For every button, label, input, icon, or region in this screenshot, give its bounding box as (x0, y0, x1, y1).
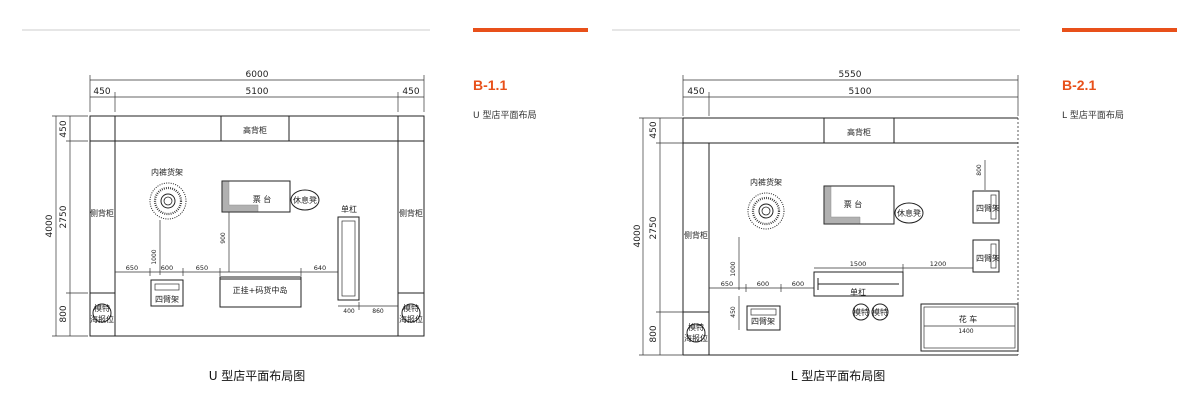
label-l-four-arm-2: 四臂架 (976, 253, 1000, 263)
dim-1000: 1000 (151, 249, 158, 264)
label-ticket-desk: 票 台 (253, 194, 272, 204)
dim-l-h-mid: 2750 (649, 216, 659, 239)
label-l-mannequin-corner-1: 模特 (688, 322, 704, 332)
label-mannequin-left-2: 海报位 (90, 314, 114, 324)
label-l-mannequin-corner-2: 海报位 (684, 333, 708, 343)
label-rest-stool: 休息凳 (293, 195, 317, 205)
accent-bar-left (473, 28, 588, 32)
dim-l-600a: 600 (757, 280, 769, 288)
dim-side-right: 450 (402, 87, 419, 97)
dim-600: 600 (161, 264, 173, 272)
label-mannequin-right-1: 模特 (403, 303, 419, 313)
caption-l-plan: L 型店平面布局图 (791, 369, 886, 383)
label-side-cabinet-left: 侧背柜 (90, 208, 114, 218)
dim-l-600b: 600 (792, 280, 804, 288)
dim-860: 860 (372, 308, 384, 315)
label-underwear-rack: 内裤货架 (151, 167, 183, 177)
dim-l-650: 650 (721, 280, 733, 288)
label-l-side-cabinet: 侧背柜 (684, 230, 708, 240)
dim-l-1500: 1500 (850, 260, 867, 268)
subtitle-left: U 型店平面布局 (473, 109, 536, 121)
label-l-mannequin-a: 模特 (853, 307, 869, 317)
l-plan: 5550 450 5100 4000 450 2750 800 高背柜 侧背柜 … (633, 70, 1019, 383)
dim-l-1400: 1400 (958, 328, 973, 335)
label-l-ticket-desk: 票 台 (844, 199, 863, 209)
dim-l-800: 800 (976, 164, 983, 176)
accent-bar-right (1062, 28, 1177, 32)
dim-900: 900 (220, 232, 227, 244)
dim-l-total-width: 5550 (839, 70, 862, 80)
label-l-tall-cabinet: 高背柜 (847, 127, 871, 137)
dim-middle: 5100 (246, 87, 269, 97)
label-l-mannequin-b: 模特 (872, 307, 888, 317)
dim-l-middle: 5100 (849, 87, 872, 97)
dim-l-1200: 1200 (930, 260, 947, 268)
dim-l-total-height: 4000 (633, 224, 643, 247)
label-mannequin-right-2: 海报位 (399, 314, 423, 324)
label-l-rest-stool: 休息凳 (897, 208, 921, 218)
dim-total-height: 4000 (45, 214, 55, 237)
dim-400: 400 (343, 308, 355, 315)
label-l-four-arm-3: 四臂架 (751, 316, 775, 326)
label-side-cabinet-right: 侧背柜 (399, 208, 423, 218)
code-left: B-1.1 (473, 77, 507, 93)
dim-l-1000: 1000 (730, 261, 737, 276)
dim-l-side-left: 450 (687, 87, 704, 97)
label-single-bar: 单杠 (341, 204, 357, 214)
label-l-four-arm-1: 四臂架 (976, 203, 1000, 213)
dim-l-h-top: 450 (649, 121, 659, 138)
dim-h-bottom: 800 (59, 305, 69, 322)
dim-h-mid: 2750 (59, 205, 69, 228)
label-four-arm: 四臂架 (155, 294, 179, 304)
label-l-single-bar: 单杠 (850, 287, 866, 297)
dim-total-width: 6000 (246, 70, 269, 80)
label-tall-cabinet: 高背柜 (243, 125, 267, 135)
u-plan: 6000 450 5100 450 4000 450 2750 800 高背柜 … (45, 70, 425, 383)
dim-h-top: 450 (59, 120, 69, 137)
caption-u-plan: U 型店平面布局图 (209, 369, 306, 383)
dim-650a: 650 (126, 264, 138, 272)
round-rack-icon (149, 182, 187, 220)
subtitle-right: L 型店平面布局 (1062, 109, 1124, 121)
label-l-flower-cart: 花 车 (959, 314, 978, 324)
round-rack-icon (747, 192, 785, 230)
dim-640: 640 (314, 264, 326, 272)
dim-l-h-bottom: 800 (649, 325, 659, 342)
dim-side-left: 450 (93, 87, 110, 97)
dim-650b: 650 (196, 264, 208, 272)
label-center-island: 正挂+码货中岛 (233, 285, 288, 295)
code-right: B-2.1 (1062, 77, 1096, 93)
label-l-underwear-rack: 内裤货架 (750, 177, 782, 187)
dim-l-450: 450 (730, 306, 737, 318)
label-mannequin-left-1: 模特 (94, 303, 110, 313)
